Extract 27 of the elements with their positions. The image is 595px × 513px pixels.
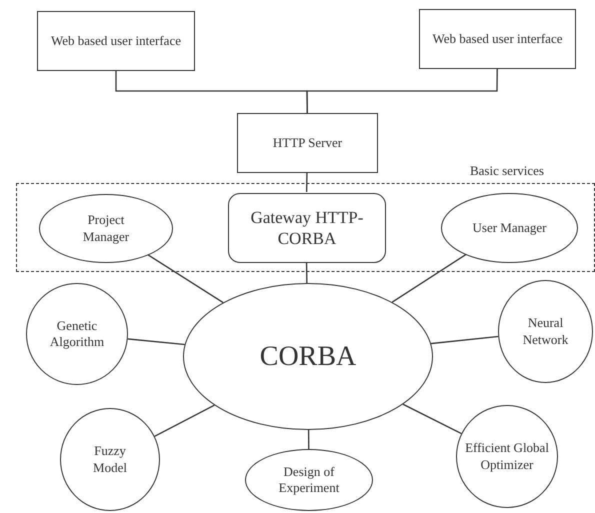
node-label: Web based user interface — [51, 32, 181, 50]
node-label: Web based user interface — [432, 30, 562, 48]
node-label: Project Manager — [82, 212, 130, 245]
interface-box — [419, 9, 576, 69]
group-heading: Basic services — [470, 163, 544, 180]
connector-line — [430, 336, 498, 344]
node-label: Genetic Algorithm — [48, 318, 106, 350]
connector-line — [308, 430, 310, 449]
connector-line — [128, 338, 185, 346]
node-label: Neural Network — [522, 315, 570, 348]
gateway-box — [228, 193, 386, 263]
server-box — [237, 113, 378, 173]
node-label: Design of Experiment — [278, 464, 340, 496]
connector-line — [402, 404, 462, 434]
connector-line — [154, 404, 215, 437]
node-label: HTTP Server — [272, 134, 342, 152]
node-label: User Manager — [472, 220, 546, 236]
connector-line — [392, 254, 466, 303]
connector-line — [306, 69, 498, 113]
connector-line — [146, 254, 224, 304]
node-label: CORBA — [260, 340, 356, 374]
node-label: Efficient Global Optimizer — [465, 440, 549, 473]
connector-line — [306, 172, 308, 192]
connector-line — [306, 262, 308, 284]
node-label: Gateway HTTP-CORBA — [250, 206, 364, 250]
interface-box — [37, 11, 195, 71]
node-label: Fuzzy Model — [92, 443, 128, 476]
